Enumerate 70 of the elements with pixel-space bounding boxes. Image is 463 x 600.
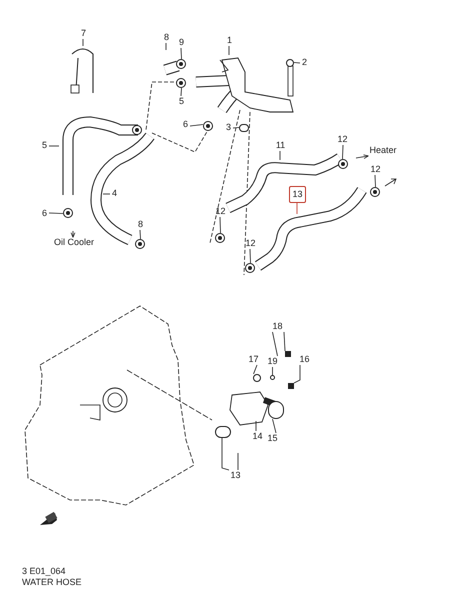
leader-line [82, 38, 84, 46]
callout-number: 3 [224, 122, 233, 133]
leader-line [220, 216, 221, 234]
leader-line [272, 418, 276, 434]
destination-label: Heater [368, 145, 398, 156]
bolt [285, 351, 291, 357]
callout-box: 13 [289, 186, 306, 203]
callout-number: 5 [177, 96, 186, 107]
hose-clamp [245, 263, 255, 273]
leader-line [294, 62, 300, 64]
leader-line [180, 48, 182, 60]
callout-number: 17 [247, 354, 260, 365]
callout-number: 2 [300, 57, 309, 68]
hose-clamp [135, 239, 145, 249]
nut [253, 374, 261, 382]
arrow [356, 154, 369, 159]
callout-number: 12 [244, 238, 257, 249]
leader-line [253, 364, 258, 374]
thermostat [215, 426, 231, 438]
callout-number: 7 [79, 28, 88, 39]
callout-number: 14 [251, 431, 264, 442]
leader-line [374, 174, 376, 188]
leader-line [190, 124, 204, 126]
callout-number: 6 [181, 119, 190, 130]
callout-number: 6 [40, 208, 49, 219]
leader-line [48, 212, 64, 214]
hose-clamp [370, 187, 380, 197]
hose-clamp [176, 59, 186, 69]
callout-number: 19 [266, 356, 279, 367]
leader-line [250, 248, 251, 264]
caption-text: 3 E01_064 [22, 566, 67, 577]
hose-clamp [203, 121, 213, 131]
callout-number: 12 [336, 134, 349, 145]
grommet [239, 124, 249, 132]
callout-number: 4 [110, 188, 119, 199]
leader-line [284, 332, 286, 352]
caption-text: WATER HOSE [22, 577, 82, 588]
leader-line [272, 332, 278, 356]
destination-label: Oil Cooler [53, 237, 95, 248]
callout-number: 13 [229, 470, 242, 481]
leader-line [222, 438, 230, 470]
sensor [288, 383, 294, 389]
callout-number: 16 [298, 354, 311, 365]
hose-clamp [63, 208, 73, 218]
leader-line [180, 88, 182, 96]
callout-number: 8 [162, 32, 171, 43]
leader-line [272, 366, 273, 376]
arrow [70, 230, 76, 238]
callout-number: 8 [136, 219, 145, 230]
leader-line [232, 127, 240, 128]
leader-line [294, 364, 300, 384]
callout-number: 9 [177, 37, 186, 48]
outlet-pipe [268, 401, 284, 419]
callout-number: 18 [271, 321, 284, 332]
hose-clamp [338, 159, 348, 169]
hose-clamp [215, 233, 225, 243]
washer [270, 375, 275, 380]
hose-clamp [132, 125, 142, 135]
bolt-head [286, 59, 294, 67]
leader-line [296, 202, 298, 214]
callout-number: 1 [225, 35, 234, 46]
callout-number: 11 [274, 140, 287, 151]
hose-clamp [176, 78, 186, 88]
callout-number: 15 [266, 433, 279, 444]
leader-line [140, 230, 141, 240]
callout-number: 12 [214, 206, 227, 217]
leader-line [228, 46, 230, 56]
callout-number: 5 [40, 140, 49, 151]
leader-line [342, 144, 344, 160]
callout-number: 12 [369, 164, 382, 175]
